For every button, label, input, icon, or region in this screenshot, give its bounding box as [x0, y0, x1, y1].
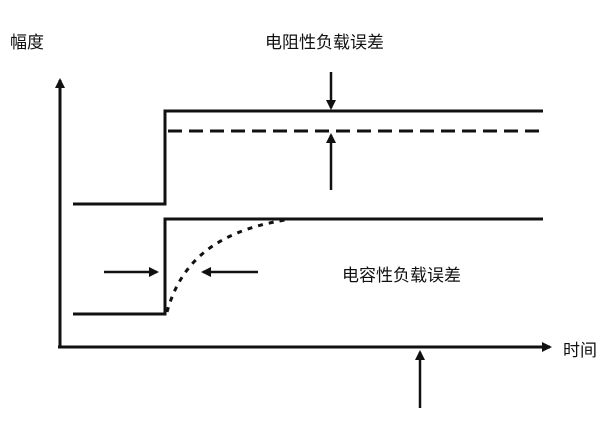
x-axis-label: 时间 [563, 341, 597, 361]
resistive-ideal-step [73, 109, 543, 206]
capacitive-actual-curve [165, 218, 286, 313]
capacitive-load-error-label: 电容性负载误差 [342, 266, 461, 286]
capacitive-ideal-step [73, 217, 543, 316]
y-axis-label: 幅度 [10, 33, 44, 53]
resistive-load-error-label: 电阻性负载误差 [265, 33, 384, 53]
